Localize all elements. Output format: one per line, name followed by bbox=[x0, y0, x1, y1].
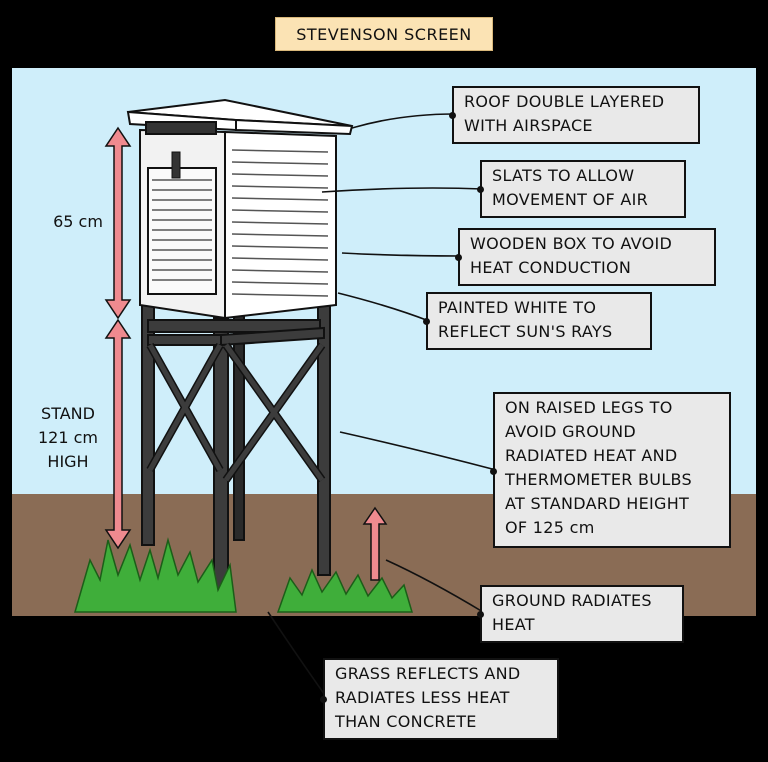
label-legs: ON RAISED LEGS TO AVOID GROUND RADIATED … bbox=[490, 392, 731, 548]
label-roof: ROOF DOUBLE LAYERED WITH AIRSPACE bbox=[449, 86, 700, 144]
label-wooden-line-2: HEAT CONDUCTION bbox=[470, 258, 632, 277]
grass-left bbox=[74, 537, 237, 613]
label-grass-line-3: THAN CONCRETE bbox=[335, 712, 477, 731]
label-slats: SLATS TO ALLOW MOVEMENT OF AIR bbox=[477, 160, 686, 218]
label-painted-line-1: PAINTED WHITE TO bbox=[438, 298, 597, 317]
stand-height-label: STAND 121 cm HIGH bbox=[26, 402, 110, 474]
pointer-lines bbox=[267, 113, 497, 699]
label-slats-line-2: MOVEMENT OF AIR bbox=[492, 190, 649, 209]
label-slats-line-1: SLATS TO ALLOW bbox=[492, 166, 635, 185]
box-height-label: 65 cm bbox=[53, 212, 103, 231]
label-grass: GRASS REFLECTS AND RADIATES LESS HEAT TH… bbox=[320, 658, 559, 740]
label-legs-line-2: AVOID GROUND bbox=[505, 422, 637, 441]
label-legs-line-5: AT STANDARD HEIGHT bbox=[505, 494, 690, 513]
label-legs-line-3: RADIATED HEAT AND bbox=[505, 446, 678, 465]
stand-line-1: STAND bbox=[41, 404, 95, 423]
door-latch bbox=[171, 151, 181, 179]
stand-braces-fill bbox=[147, 343, 325, 482]
stand-line-3: HIGH bbox=[47, 452, 89, 471]
label-wooden-line-1: WOODEN BOX TO AVOID bbox=[470, 234, 673, 253]
diagram-title: STEVENSON SCREEN bbox=[275, 17, 493, 51]
label-roof-line-1: ROOF DOUBLE LAYERED bbox=[464, 92, 665, 111]
label-painted-line-2: REFLECT SUN'S RAYS bbox=[438, 322, 613, 341]
label-legs-line-4: THERMOMETER BULBS bbox=[505, 470, 692, 489]
height-arrows bbox=[104, 126, 388, 581]
label-grass-line-2: RADIATES LESS HEAT bbox=[335, 688, 510, 707]
label-ground: GROUND RADIATES HEAT bbox=[477, 585, 684, 643]
label-roof-line-2: WITH AIRSPACE bbox=[464, 116, 593, 135]
label-legs-line-1: ON RAISED LEGS TO bbox=[505, 398, 673, 417]
roof bbox=[126, 98, 354, 136]
stand-legs bbox=[141, 304, 331, 609]
label-legs-line-6: OF 125 cm bbox=[505, 518, 595, 537]
label-grass-line-1: GRASS REFLECTS AND bbox=[335, 664, 521, 683]
grass-right bbox=[276, 568, 414, 613]
label-wooden: WOODEN BOX TO AVOID HEAT CONDUCTION bbox=[455, 228, 716, 286]
label-ground-line-1: GROUND RADIATES bbox=[492, 591, 652, 610]
stand-line-2: 121 cm bbox=[37, 428, 98, 447]
label-ground-line-2: HEAT bbox=[492, 615, 535, 634]
slats bbox=[152, 149, 329, 297]
label-painted: PAINTED WHITE TO REFLECT SUN'S RAYS bbox=[423, 292, 652, 350]
